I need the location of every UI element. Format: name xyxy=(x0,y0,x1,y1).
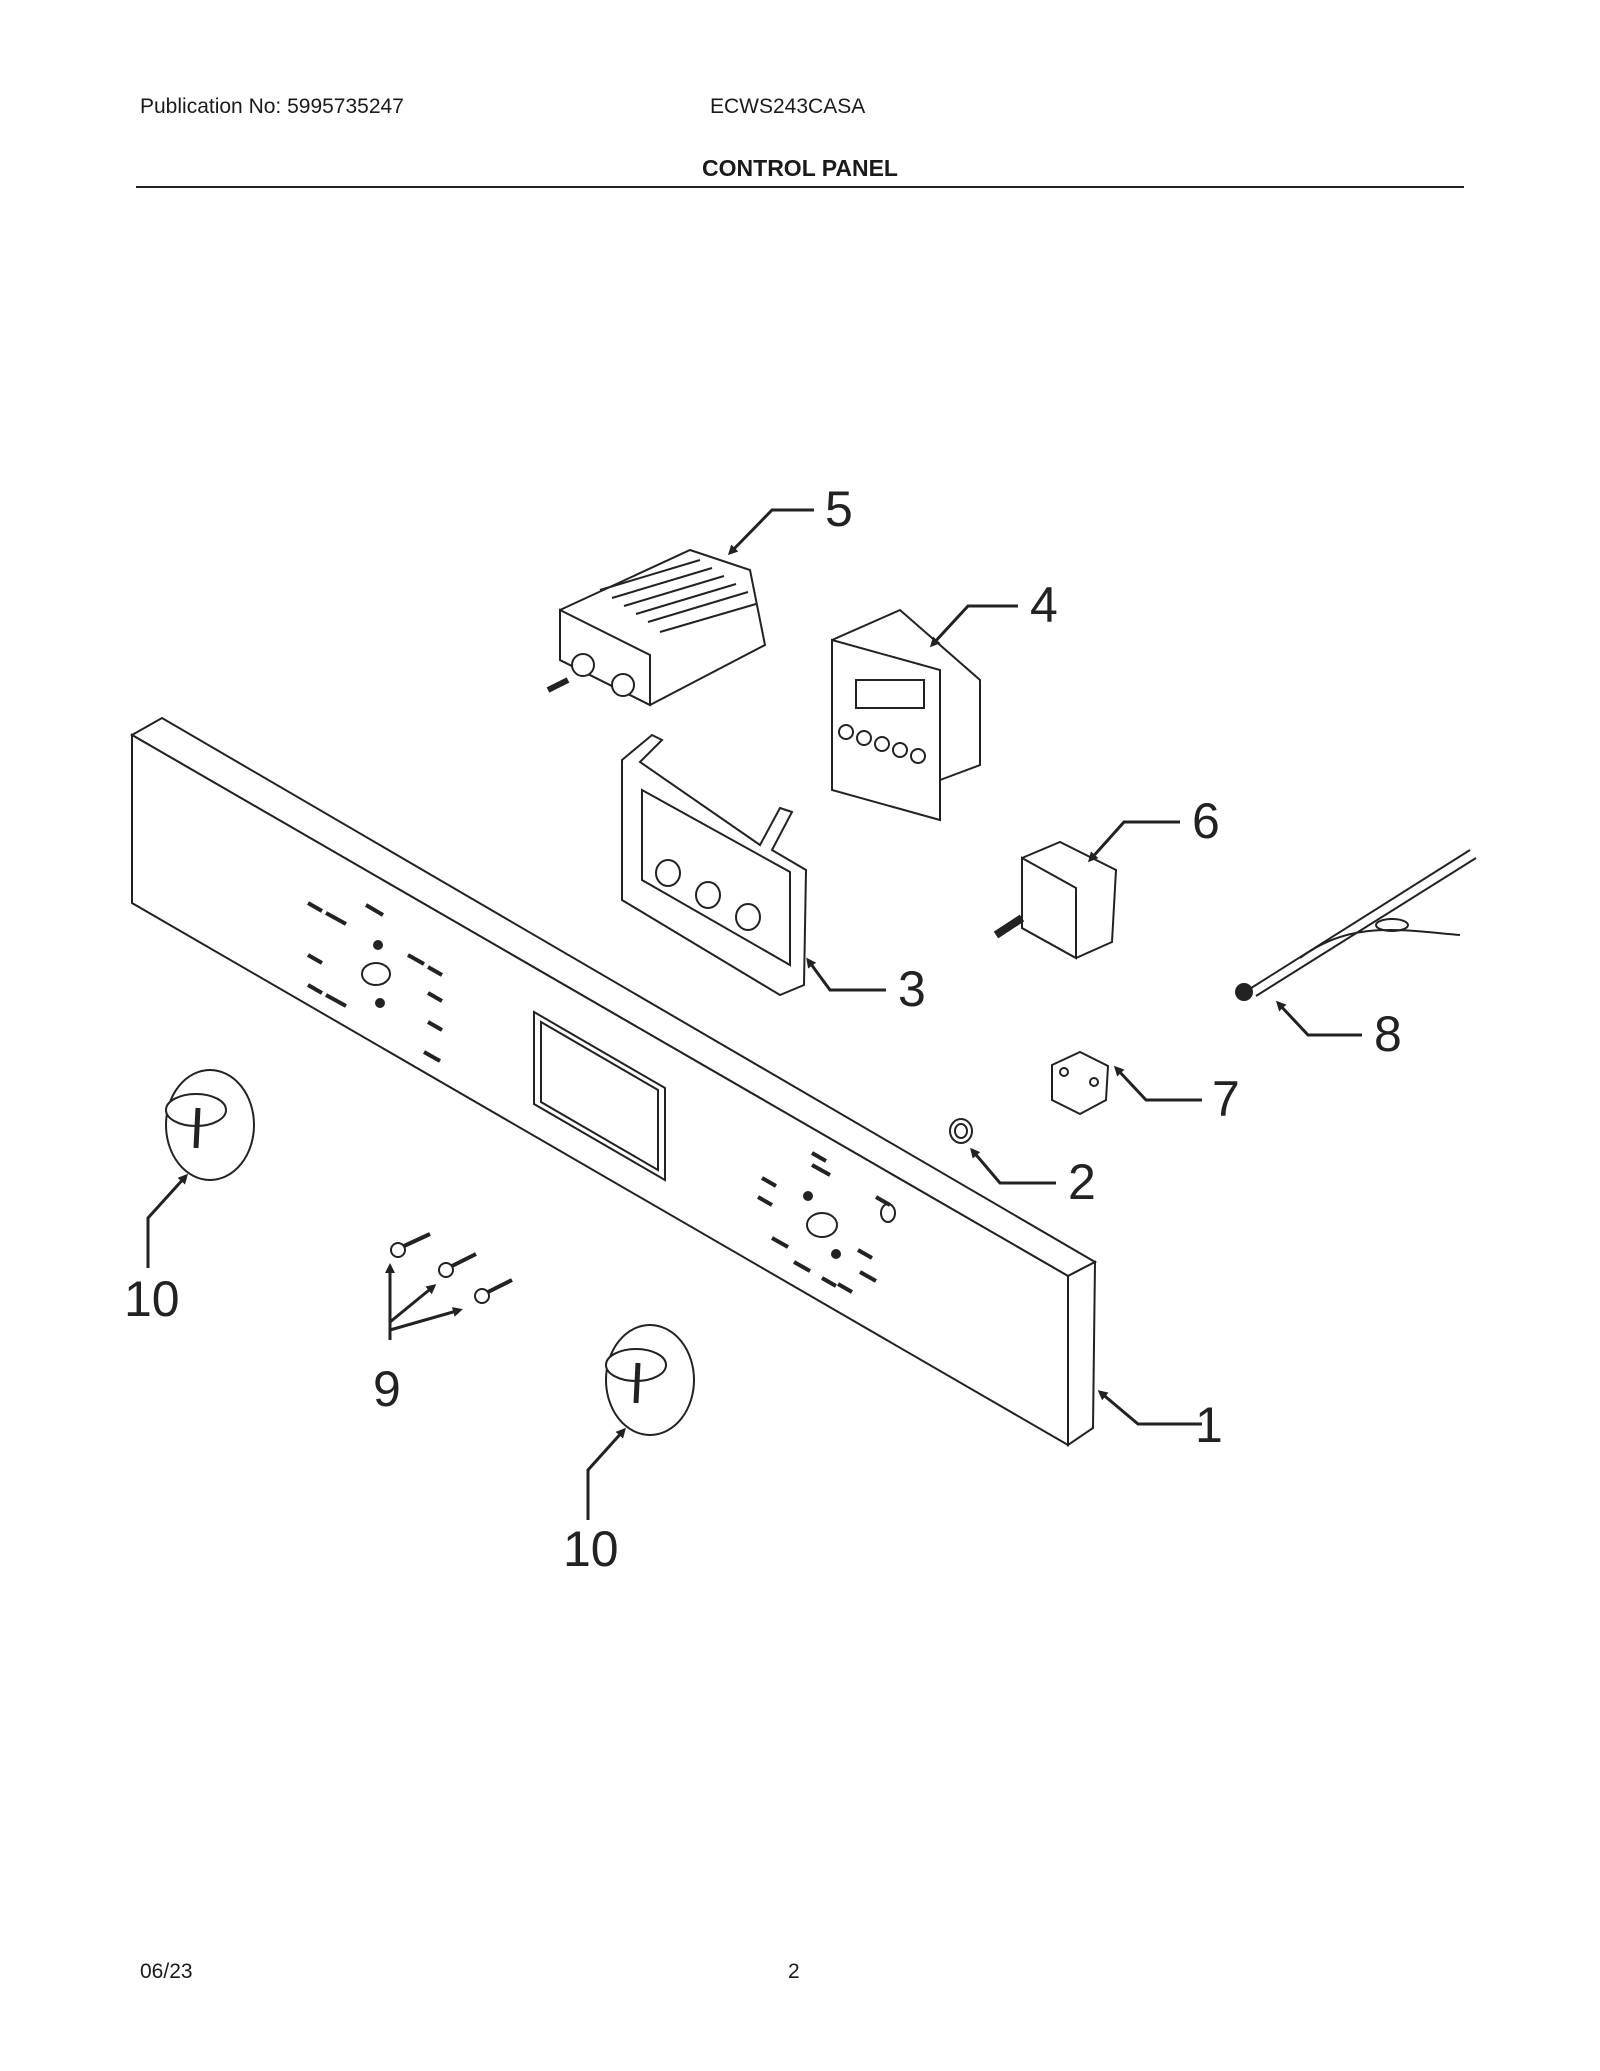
clock-module-part xyxy=(831,608,981,822)
callout-4: 4 xyxy=(1030,577,1058,633)
screws-part xyxy=(390,1232,513,1304)
model-number: ECWS243CASA xyxy=(710,95,866,118)
callout-9: 9 xyxy=(373,1361,401,1417)
thermostat-part xyxy=(993,840,1118,960)
leader-lines xyxy=(146,508,1362,1520)
selector-switch-part xyxy=(546,548,767,707)
indicator-light-part xyxy=(949,1118,973,1144)
page-number: 2 xyxy=(788,1960,800,1983)
callout-2: 2 xyxy=(1068,1154,1096,1210)
bracket-part xyxy=(621,733,808,997)
callout-10-bottom: 10 xyxy=(563,1521,619,1577)
callout-5: 5 xyxy=(825,481,853,537)
callout-6: 6 xyxy=(1192,793,1220,849)
callout-3: 3 xyxy=(898,961,926,1017)
knob-part xyxy=(165,1069,255,1181)
header-rule xyxy=(136,186,1464,188)
callout-8: 8 xyxy=(1374,1006,1402,1062)
page-title: CONTROL PANEL xyxy=(702,155,898,181)
temperature-sensor-part xyxy=(1235,849,1477,1001)
knob-part xyxy=(605,1324,695,1436)
callout-1: 1 xyxy=(1195,1397,1223,1453)
publication-number: Publication No: 5995735247 xyxy=(140,95,404,118)
callout-7: 7 xyxy=(1212,1071,1240,1127)
control-panel-part xyxy=(129,716,1098,1447)
footer-date: 06/23 xyxy=(140,1960,193,1983)
callout-10-left: 10 xyxy=(124,1271,180,1327)
relay-switch-part xyxy=(1051,1050,1110,1116)
